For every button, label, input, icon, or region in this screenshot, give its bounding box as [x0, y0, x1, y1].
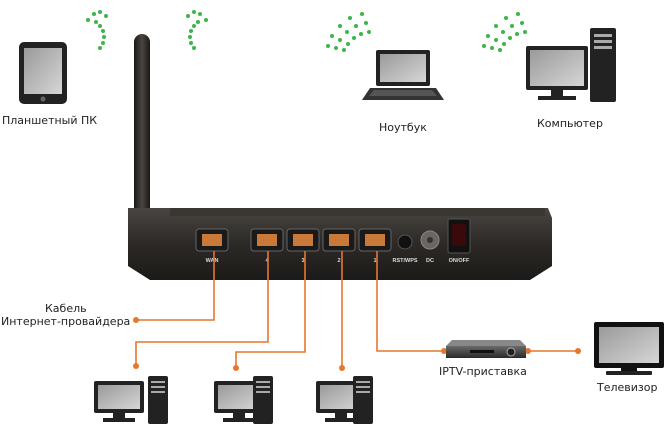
wifi-signal-icon	[326, 12, 371, 52]
iptv-box-icon	[446, 340, 526, 358]
rst-wps-button	[397, 234, 413, 250]
router: WAN 4 3 2 1 RST/WPS DC ON/OFF	[128, 208, 552, 280]
wifi-signal-icon	[482, 12, 527, 52]
isp-cable-label-line2: Интернет-провайдера	[1, 315, 131, 328]
power-switch	[447, 218, 471, 254]
lan3-label: 3	[301, 258, 304, 264]
wan-port	[195, 228, 229, 252]
lan-port-2	[322, 228, 356, 252]
lan-computer-icon	[94, 376, 168, 424]
computer-label: Компьютер	[537, 117, 603, 130]
lan1-cable	[376, 251, 444, 352]
isp-cable-label-line1: Кабель	[45, 302, 87, 315]
lan2-label: 2	[337, 258, 340, 264]
lan-port-1	[358, 228, 392, 252]
iptv-label: IPTV-приставка	[439, 365, 527, 378]
tv-icon	[594, 322, 664, 375]
desktop-computer-icon	[526, 28, 616, 102]
lan3-cable	[235, 251, 306, 368]
lan-computer-icon	[214, 376, 273, 424]
lan-port-4	[250, 228, 284, 252]
tablet-label: Планшетный ПК	[2, 114, 98, 127]
onoff-label: ON/OFF	[449, 258, 470, 264]
tv-label: Телевизор	[597, 381, 658, 394]
wifi-signal-icon	[86, 10, 108, 50]
wifi-signal-icon	[186, 10, 208, 50]
cables	[135, 251, 578, 368]
rst-wps-label: RST/WPS	[392, 258, 417, 264]
laptop-label: Ноутбук	[379, 121, 427, 134]
dc-label: DC	[426, 258, 434, 264]
lan1-label: 1	[373, 258, 376, 264]
laptop-icon	[362, 50, 444, 100]
tablet-icon	[19, 42, 67, 104]
lan4-cable	[135, 251, 269, 366]
lan-port-3	[286, 228, 320, 252]
lan-computer-icon	[316, 376, 373, 424]
wan-port-label: WAN	[206, 258, 219, 264]
wan-cable	[136, 251, 215, 321]
